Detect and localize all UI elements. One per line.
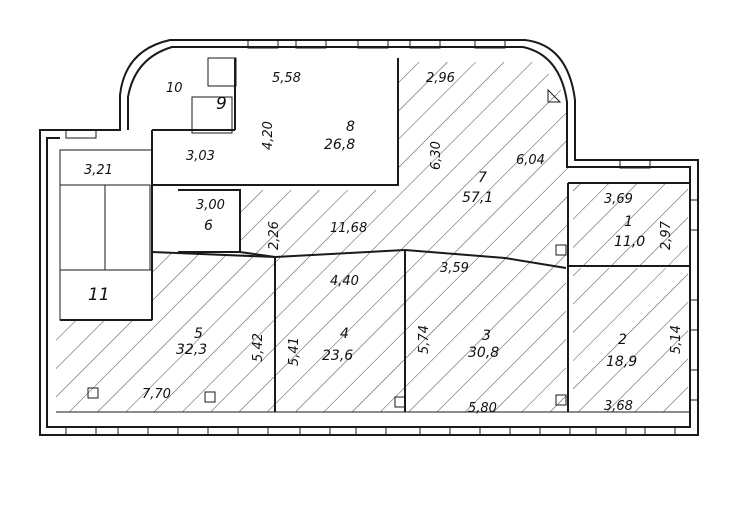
room-7-hatch xyxy=(240,62,568,268)
dim-368: 3,68 xyxy=(604,399,633,414)
dim-226: 2,26 xyxy=(267,221,282,250)
room-4-area: 23,6 xyxy=(322,348,353,364)
dim-541: 5,41 xyxy=(287,337,302,366)
dim-604: 6,04 xyxy=(516,153,545,168)
room-11-number: 11 xyxy=(88,285,110,305)
dim-514: 5,14 xyxy=(669,325,684,354)
room-6-number: 6 xyxy=(204,218,213,234)
room-4-number: 4 xyxy=(340,326,349,342)
windows xyxy=(65,39,699,436)
room-5-number: 5 xyxy=(194,326,203,342)
dim-303: 3,03 xyxy=(186,149,215,164)
dim-574: 5,74 xyxy=(417,325,432,354)
room-7-number: 7 xyxy=(478,170,487,186)
room-3-hatch xyxy=(405,250,566,412)
dimension-labels: 5,58 2,96 4,20 6,30 6,04 3,03 3,21 3,00 … xyxy=(84,71,684,416)
hatched-areas xyxy=(56,62,688,412)
dim-630: 6,30 xyxy=(429,141,444,170)
dim-359: 3,59 xyxy=(440,261,469,276)
dim-1168: 11,68 xyxy=(330,221,367,236)
room-8-area: 26,8 xyxy=(324,137,355,153)
room-labels: 8 26,8 7 57,1 1 11,0 2 18,9 3 30,8 4 23,… xyxy=(88,81,645,370)
dim-297: 2,97 xyxy=(659,220,674,250)
dim-558: 5,58 xyxy=(272,71,301,86)
dim-440: 4,40 xyxy=(330,274,359,289)
dim-369: 3,69 xyxy=(604,192,633,207)
room-5-area: 32,3 xyxy=(176,342,207,358)
dim-420: 4,20 xyxy=(261,121,276,150)
room-8-number: 8 xyxy=(346,119,355,135)
dim-542: 5,42 xyxy=(251,333,266,362)
dim-300: 3,00 xyxy=(196,198,225,213)
room-2-area: 18,9 xyxy=(606,354,637,370)
dim-296: 2,96 xyxy=(426,71,455,86)
room-2-hatch xyxy=(573,268,688,412)
room-1-number: 1 xyxy=(624,214,633,230)
room-3-area: 30,8 xyxy=(468,345,499,361)
outer-walls xyxy=(39,39,699,436)
room-3-number: 3 xyxy=(482,328,491,344)
room-1-hatch xyxy=(573,183,688,266)
room-4-hatch xyxy=(276,250,405,412)
room-9-number: 9 xyxy=(216,94,227,114)
dim-321: 3,21 xyxy=(84,163,113,178)
room-1-area: 11,0 xyxy=(614,234,645,250)
room-10-number: 10 xyxy=(166,81,183,96)
room-2-number: 2 xyxy=(618,332,627,348)
dim-770: 7,70 xyxy=(142,387,171,402)
inner-walls xyxy=(56,57,690,413)
dim-580: 5,80 xyxy=(468,401,497,416)
room-7-area: 57,1 xyxy=(462,190,493,206)
room-5-hatch xyxy=(56,252,275,412)
